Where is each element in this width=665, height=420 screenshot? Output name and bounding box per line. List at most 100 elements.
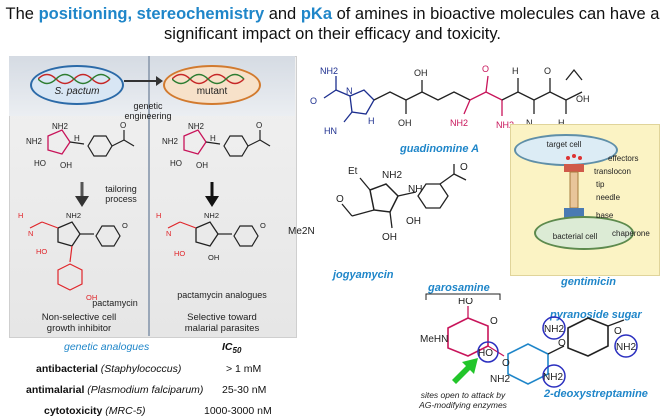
atom-label: MeHN: [420, 334, 448, 345]
atom-label: NH2: [543, 372, 563, 383]
atom-label: O: [122, 221, 128, 230]
row-value: 25-30 nM: [222, 384, 267, 396]
atom-label: O: [558, 338, 566, 349]
atom-label: HO: [170, 159, 182, 168]
atom-label: HO: [174, 249, 185, 258]
atom-label: O: [256, 122, 262, 130]
atom-label: H: [74, 134, 80, 143]
tailoring-label-line1: tailoring: [105, 184, 137, 194]
atom-label: NH2: [52, 122, 69, 131]
table-row: antimalarial (Plasmodium falciparum): [26, 384, 203, 396]
mutant-precursor-structure: NH2 NH2 H O HO OH: [162, 122, 271, 170]
atom-label: NH2: [490, 374, 510, 385]
bacterial-cell: [534, 216, 634, 250]
atom-label: H: [558, 118, 565, 128]
row-label: antimalarial: [26, 384, 85, 396]
heading-highlight-2: pKa: [300, 5, 332, 23]
atom-label: NH2: [204, 211, 219, 220]
atom-label: HO: [34, 159, 46, 168]
analogue-structure: H N NH2 HO OH O: [156, 211, 266, 262]
target-cell-label: target cell: [546, 140, 582, 149]
tip-label: tip: [596, 180, 605, 189]
page-heading: The positioning, stereochemistry and pKa…: [0, 4, 665, 44]
atom-label: H: [156, 211, 161, 220]
jogyamycin-structure: NH2 Et NH Me2N O OH OH O: [288, 162, 468, 243]
atom-label: OH: [196, 161, 208, 170]
gentamicin-structure: HO MeHN O O O O NH2 HO NH2 NH2 NH2: [420, 298, 638, 388]
left-caption: Non-selective cell growth inhibitor: [14, 312, 144, 334]
atom-label: OH: [576, 94, 590, 104]
deoxystreptamine-label: 2-deoxystreptamine: [544, 388, 648, 400]
chaperone-label: chaperone: [612, 229, 650, 238]
heading-part1: The: [5, 5, 39, 23]
atom-label: OH: [398, 118, 412, 128]
atom-label: H: [210, 134, 216, 143]
atom-label: O: [120, 122, 126, 130]
guadinomine-label: guadinomine A: [400, 143, 480, 155]
guadinomine-structure: NH2 O N H HN OH OH NH2 O NH2 H O N H OH: [310, 64, 590, 136]
engineering-arrow: [124, 76, 163, 86]
atom-label: NH2: [450, 118, 468, 128]
row-value: 1000-3000 nM: [204, 405, 272, 417]
table-row: cytotoxicity (MRC-5): [44, 405, 146, 417]
atom-label: OH: [406, 216, 421, 227]
atom-label: OH: [414, 68, 428, 78]
atom-label: O: [310, 96, 317, 106]
pactamycin-structure: H N NH2 HO OH O: [18, 211, 128, 302]
atom-label: HO: [36, 247, 47, 256]
atom-label: NH2: [496, 120, 514, 130]
effectors-label: effectors: [608, 154, 639, 163]
gentimicin-label: gentimicin: [561, 276, 617, 288]
atom-label: OH: [382, 232, 397, 243]
dna-helix-icon: [172, 73, 245, 85]
heading-highlight-1: positioning, stereochemistry: [38, 5, 265, 23]
garosamine-label: garosamine: [428, 282, 490, 294]
analogue-arrow: [205, 182, 219, 207]
engineering-label-line1: genetic: [133, 101, 163, 111]
bacterial-cell-label: bacterial cell: [552, 232, 598, 241]
sites-caption-line2: AG-modifying enzymes: [419, 400, 507, 410]
sites-caption: sites open to attack by AG-modifying enz…: [398, 390, 528, 410]
atom-label: NH2: [188, 122, 205, 131]
atom-label: O: [482, 64, 489, 74]
panel-divider: [148, 56, 150, 336]
row-organism: (MRC-5): [105, 405, 146, 417]
atom-label: N: [526, 118, 533, 128]
atom-label: NH2: [382, 170, 402, 181]
right-caption: Selective toward malarial parasites: [152, 312, 292, 334]
organism-label: S. pactum: [54, 86, 100, 97]
mutant-cell: [163, 65, 261, 105]
left-caption-line2: growth inhibitor: [46, 323, 112, 334]
atom-label: OH: [208, 253, 219, 262]
row-value: > 1 mM: [226, 363, 262, 375]
garosamine-bracket: [425, 293, 501, 300]
precursor-structure: NH2 NH2 H O HO OH: [26, 122, 135, 170]
atom-label: N: [166, 229, 171, 238]
table-row: antibacterial (Staphylococcus): [36, 363, 181, 375]
atom-label: Et: [348, 166, 358, 177]
table-header-label: genetic analogues: [64, 341, 150, 353]
atom-label: H: [18, 211, 23, 220]
atom-label: NH2: [66, 211, 81, 220]
row-label: cytotoxicity: [44, 405, 103, 417]
pyranoside-label: pyranoside sugar: [550, 309, 642, 321]
dna-helix-icon: [38, 73, 111, 85]
atom-label: HO: [478, 348, 493, 359]
atom-label: HN: [324, 126, 337, 136]
atom-label: O: [336, 194, 344, 205]
table-header-value: IC50: [222, 341, 242, 356]
atom-label: NH2: [544, 324, 564, 335]
atom-label: NH: [408, 184, 422, 195]
atom-label: O: [490, 316, 498, 327]
right-caption-line2: malarial parasites: [184, 323, 260, 334]
atom-label: O: [502, 358, 510, 369]
jogyamycin-label: jogyamycin: [333, 269, 394, 281]
atom-label: O: [544, 66, 551, 76]
engineering-label-line2: engineering: [124, 111, 172, 121]
left-caption-line1: Non-selective cell: [41, 312, 117, 323]
needle-label: needle: [596, 193, 621, 202]
atom-label: NH2: [616, 342, 636, 353]
engineering-label: genetic engineering: [118, 101, 178, 121]
injectisome-needle: [564, 154, 584, 218]
heading-line2: significant impact on their efficacy and…: [164, 25, 501, 43]
